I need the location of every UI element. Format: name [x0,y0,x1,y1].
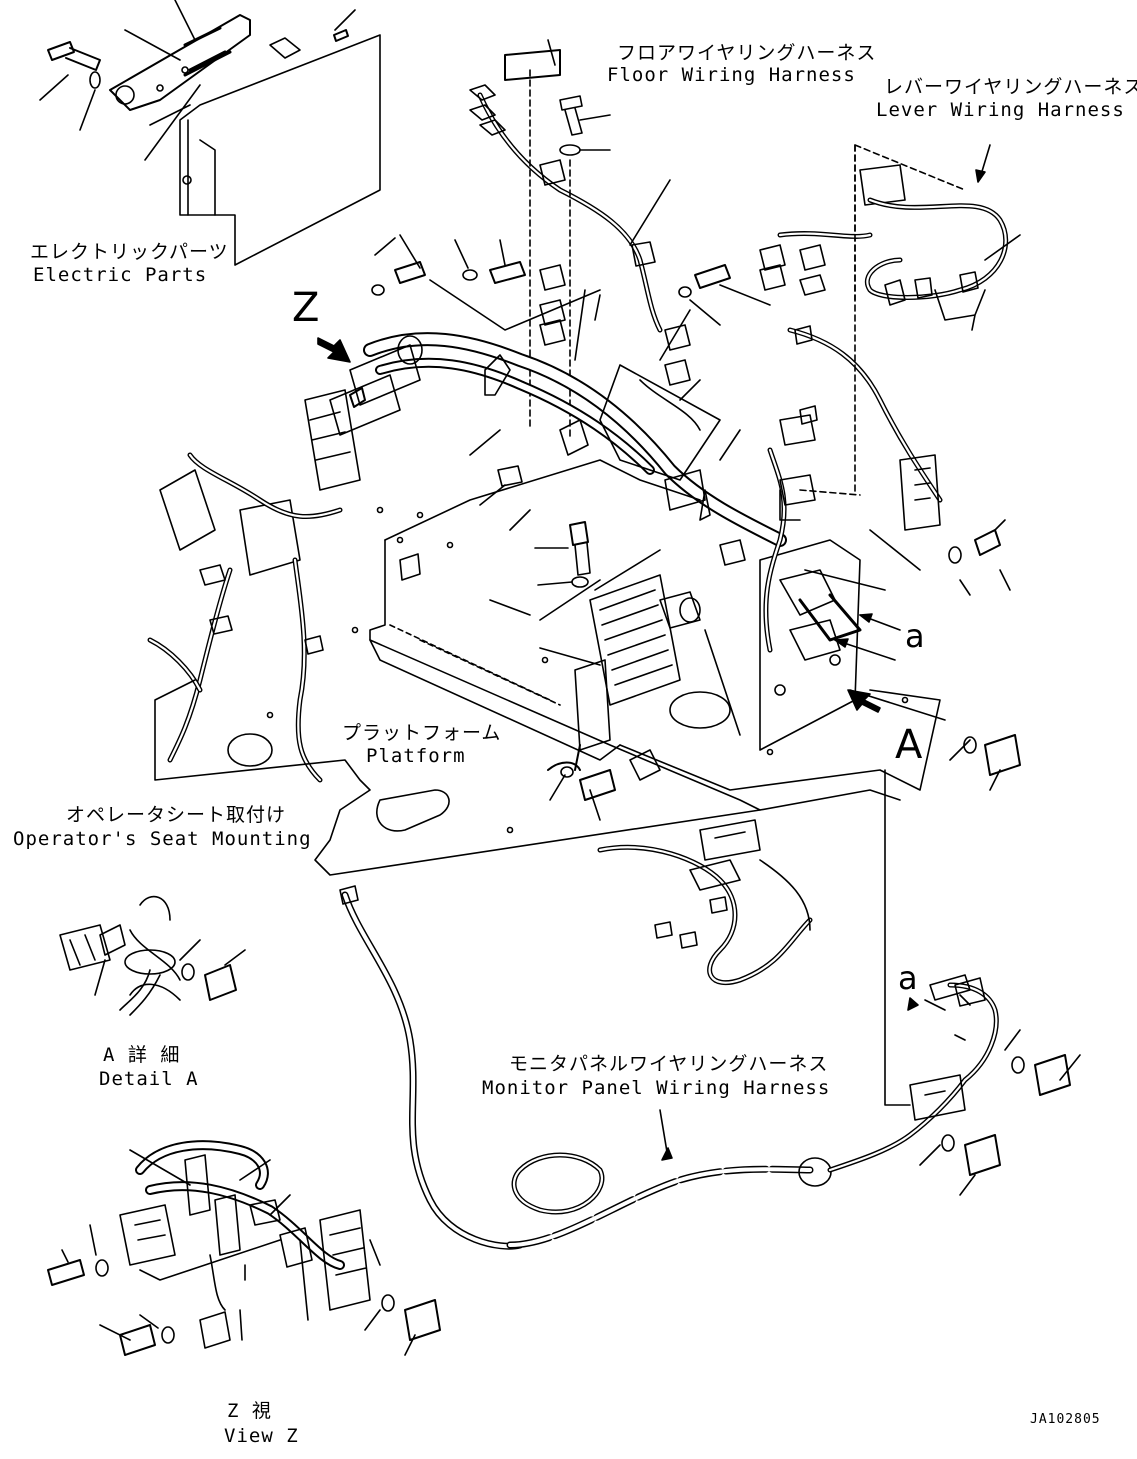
monitor-harness-label-jp: モニタパネルワイヤリングハーネス [509,1053,829,1075]
detail-a-label-jp: A 詳 細 [103,1044,181,1066]
view-a-indicator-letter: A [895,722,923,768]
left-connector-group [147,387,366,783]
central-harness-bundle [329,294,787,547]
arrow-a-upper-letter: a [905,617,925,655]
platform-label-en: Platform [366,745,466,767]
platform-label-jp: プラットフォーム [342,722,502,744]
lower-right-harness [597,819,813,986]
detail-a-label-en: Detail A [99,1068,199,1090]
view-arrows [317,337,911,1106]
floor-wiring-harness [469,39,691,441]
lever-harness-label-jp: レバーワイヤリングハーネス [884,76,1137,98]
detail-a-drawing [59,895,246,1016]
seat-mount-label-en: Operator's Seat Mounting [13,828,312,850]
center-fasteners [371,234,771,361]
platform-plate [154,459,941,876]
seat-mount-label-jp: オペレータシート取付け [66,804,287,826]
lever-wiring-harness [759,144,1021,331]
view-z-indicator-letter: Z [292,285,320,331]
floor-harness-label-jp: フロアワイヤリングハーネス [617,42,877,64]
center-fuse-block [509,509,741,821]
electric-parts-label-en: Electric Parts [33,264,208,286]
monitor-harness-label-en: Monitor Panel Wiring Harness [482,1077,831,1099]
monitor-panel-wiring-harness [339,885,1081,1250]
drawing-number: JA102805 [1030,1412,1101,1427]
right-connector-group [719,144,1021,791]
electric-parts-label-jp: エレクトリックパーツ [30,241,229,263]
lever-harness-label-en: Lever Wiring Harness [876,99,1125,121]
arrow-a-lower-letter: a [898,959,918,997]
floor-harness-label-en: Floor Wiring Harness [607,64,856,86]
view-z-label-jp: Z 視 [227,1400,272,1422]
view-z-drawing [47,1140,441,1356]
view-z-label-en: View Z [224,1425,299,1447]
electric-parts-assembly [39,0,381,266]
